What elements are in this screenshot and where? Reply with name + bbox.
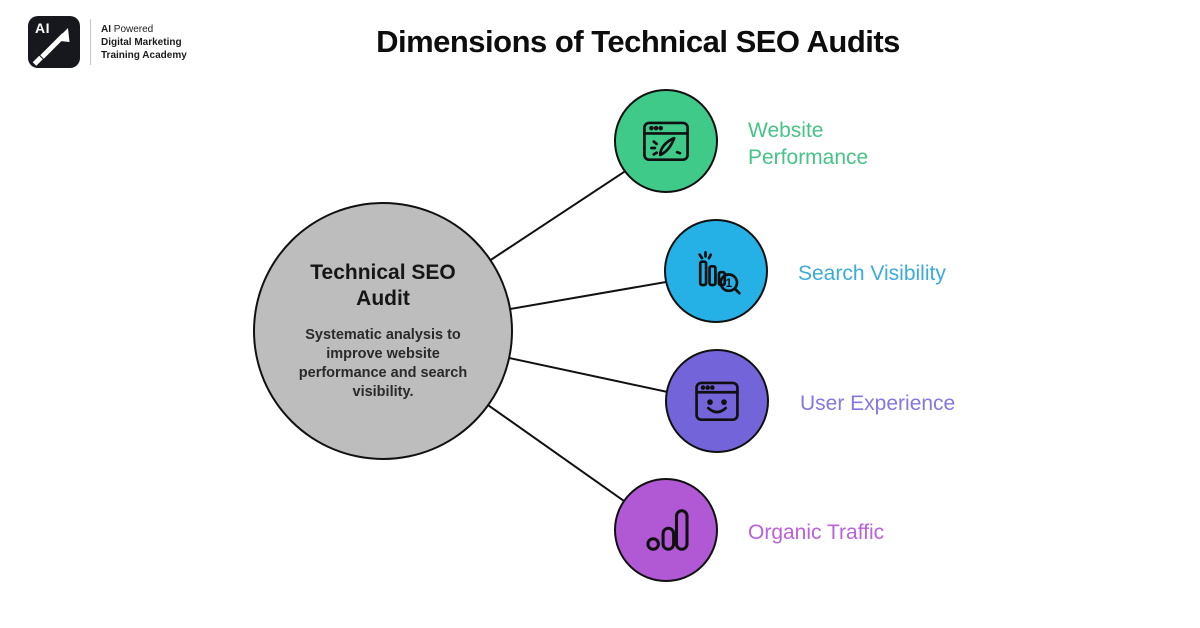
logo-divider (90, 19, 91, 65)
browser-speedometer-icon (643, 121, 689, 162)
label-user-experience: User Experience (800, 392, 956, 415)
svg-text:1: 1 (726, 277, 733, 290)
bar-chart-rank-magnifier-icon: 1 (698, 250, 741, 295)
browser-smiley-icon (695, 381, 739, 422)
central-node-title-line2: Audit (356, 287, 410, 310)
logo-line3: Training Academy (101, 49, 187, 61)
label-website-performance: Website Performance (748, 119, 869, 169)
node-user-experience (665, 349, 769, 453)
node-search-visibility: 1 (664, 219, 768, 323)
node-organic-traffic (614, 478, 718, 582)
brand-logo: AI AI Powered Digital Marketing Training… (28, 16, 187, 68)
logo-line1-rest: Powered (111, 23, 154, 35)
central-node-description: Systematic analysis to improve website p… (298, 327, 468, 400)
logo-badge-text: AI (35, 20, 50, 36)
label-organic-traffic: Organic Traffic (748, 521, 885, 544)
logo-line2: Digital Marketing (101, 36, 182, 48)
node-website-performance (614, 89, 718, 193)
logo-badge: AI (28, 16, 80, 68)
logo-line1-bold: AI (101, 23, 111, 35)
growth-arrow-icon (32, 28, 70, 66)
analytics-bars-icon (646, 509, 689, 551)
central-node-technical-seo-audit: Technical SEO Audit Systematic analysis … (253, 202, 513, 460)
logo-wordmark: AI Powered Digital Marketing Training Ac… (101, 23, 187, 62)
page-title: Dimensions of Technical SEO Audits (376, 24, 900, 59)
central-node-title-line1: Technical SEO (310, 261, 456, 284)
label-search-visibility: Search Visibility (798, 262, 946, 285)
central-node-title: Technical SEO Audit (288, 260, 478, 312)
